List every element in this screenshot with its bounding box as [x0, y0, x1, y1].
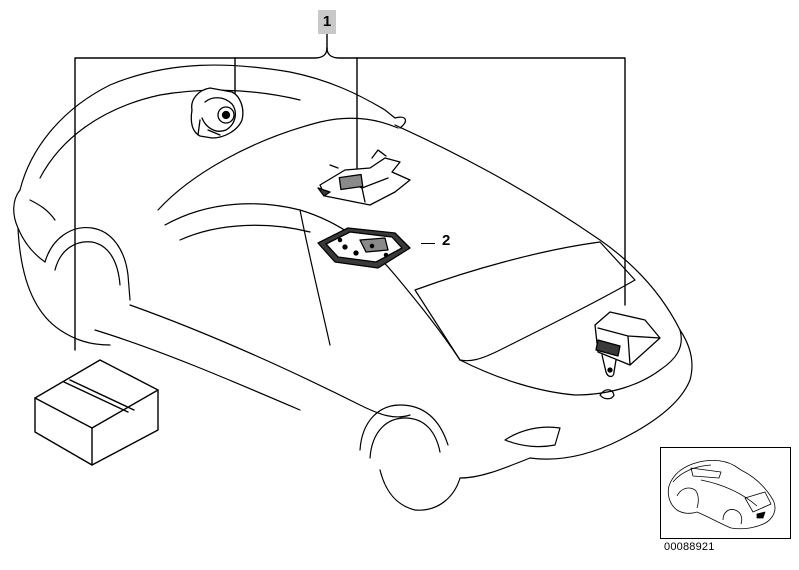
leader-lines	[74, 33, 626, 351]
diagram-id-label: 00088921	[664, 541, 715, 553]
interior-sensor-part	[317, 149, 411, 206]
thumbnail-car-outline	[667, 459, 776, 530]
thumbnail-inset	[660, 447, 791, 539]
trunk-alarm-module-part	[594, 311, 661, 378]
kit-box-part	[34, 359, 159, 466]
callout-2-leader	[421, 243, 435, 244]
callout-1-label: 1	[318, 10, 336, 34]
control-unit-part	[317, 227, 411, 269]
siren-module-part	[190, 87, 244, 139]
callout-2-label: 2	[442, 232, 451, 249]
